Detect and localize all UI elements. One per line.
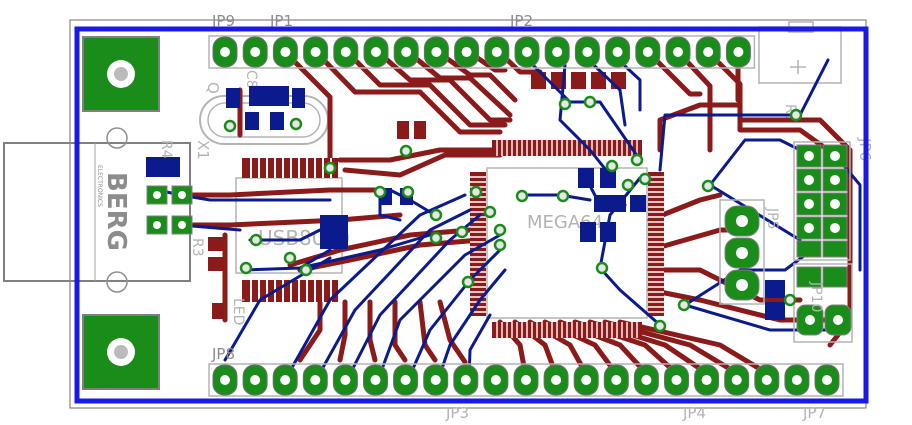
- label-led: LED: [230, 298, 246, 325]
- bottom-header-outline: [208, 363, 844, 397]
- top-header-pin-hole: [280, 47, 291, 57]
- jack-brand-label: BERG: [101, 172, 131, 251]
- label-x1: X1: [194, 140, 212, 160]
- pin-header-top: [208, 35, 756, 69]
- top-header-pin-hole: [461, 47, 472, 57]
- pin-header-jp5: JP5: [719, 199, 780, 305]
- top-header-outline: [208, 35, 756, 69]
- bottom-header-pin-hole: [671, 375, 682, 385]
- label-jp9: JP9: [211, 12, 235, 30]
- top-header-pin-hole: [401, 47, 412, 57]
- board-outline: [74, 26, 869, 404]
- bottom-header-pin-hole: [761, 375, 772, 385]
- bottom-header-pin-hole: [220, 375, 230, 385]
- label-jp2: JP2: [509, 12, 533, 30]
- mounting-pad-bottom: [82, 314, 160, 390]
- bottom-header-pin-hole: [521, 375, 531, 385]
- bottom-header-pin-hole: [400, 375, 411, 385]
- usb-connector: BERG ELECTRONICS: [3, 127, 191, 293]
- label-jp10: JP10: [808, 281, 824, 312]
- label-jp4: JP4: [682, 404, 706, 422]
- bottom-header-pin-hole: [370, 375, 381, 385]
- mcu-outline: [486, 167, 648, 319]
- pin-header-jp6: JP6: [793, 137, 874, 261]
- top-header-pin-hole: [642, 47, 653, 57]
- bottom-header-pin-hole: [822, 375, 832, 385]
- crystal-x1: X1 Q C8: [194, 70, 329, 160]
- bottom-smd-pads: [146, 86, 785, 320]
- bottom-header-pin-hole: [611, 375, 622, 385]
- bottom-header-pin-hole: [731, 375, 742, 385]
- top-header-pin-hole: [431, 47, 442, 57]
- bottom-header-pin-hole: [280, 375, 291, 385]
- bottom-header-pin-hole: [701, 375, 712, 385]
- label-r3: R3: [189, 238, 205, 257]
- bottom-header-pin-hole: [791, 375, 802, 385]
- top-header-pin-hole: [552, 47, 563, 57]
- pin-header-jp10: JP10: [793, 263, 853, 343]
- bottom-header-pin-hole: [430, 375, 441, 385]
- usb-jack-pads: [146, 185, 193, 235]
- top-header-pin-hole: [582, 47, 593, 57]
- top-header-pin-hole: [310, 47, 321, 57]
- label-jp5: JP5: [764, 207, 780, 229]
- bottom-header-pin-hole: [551, 375, 562, 385]
- bottom-header-pin-hole: [340, 375, 351, 385]
- jack-sub-label: ELECTRONICS: [96, 165, 103, 207]
- bottom-header-pin-hole: [490, 375, 501, 385]
- mcu-pin-gaps: [470, 140, 664, 338]
- top-header-pin-hole: [371, 47, 381, 57]
- bottom-header-pin-hole: [641, 375, 652, 385]
- pin-header-bottom: [208, 363, 844, 397]
- bottom-copper-traces: [156, 50, 862, 382]
- label-q: Q: [204, 82, 222, 94]
- top-header-pin-hole: [733, 47, 744, 57]
- label-jp3: JP3: [445, 404, 469, 422]
- switch-outline: R1: [758, 21, 842, 123]
- bottom-header-pin-hole: [250, 375, 261, 385]
- top-header-pin-hole: [612, 47, 623, 57]
- vias: [223, 95, 803, 333]
- top-header-pin-hole: [522, 47, 532, 57]
- top-header-pin-hole: [220, 47, 230, 57]
- label-c8: C8: [243, 70, 259, 89]
- top-header-pin-hole: [703, 47, 714, 57]
- label-jp8: JP8: [211, 345, 235, 363]
- top-header-pin-hole: [250, 47, 261, 57]
- top-header-pin-hole: [491, 47, 502, 57]
- top-header-pin-hole: [673, 47, 683, 57]
- label-jp1: JP1: [269, 12, 293, 30]
- bottom-header-pin-hole: [581, 375, 592, 385]
- bottom-header-pin-hole: [460, 375, 471, 385]
- bottom-header-pin-hole: [310, 375, 321, 385]
- top-header-pin-hole: [340, 47, 351, 57]
- label-jp7: JP7: [802, 404, 826, 422]
- label-r4: R4: [158, 140, 174, 159]
- mounting-pad-top: [82, 36, 160, 112]
